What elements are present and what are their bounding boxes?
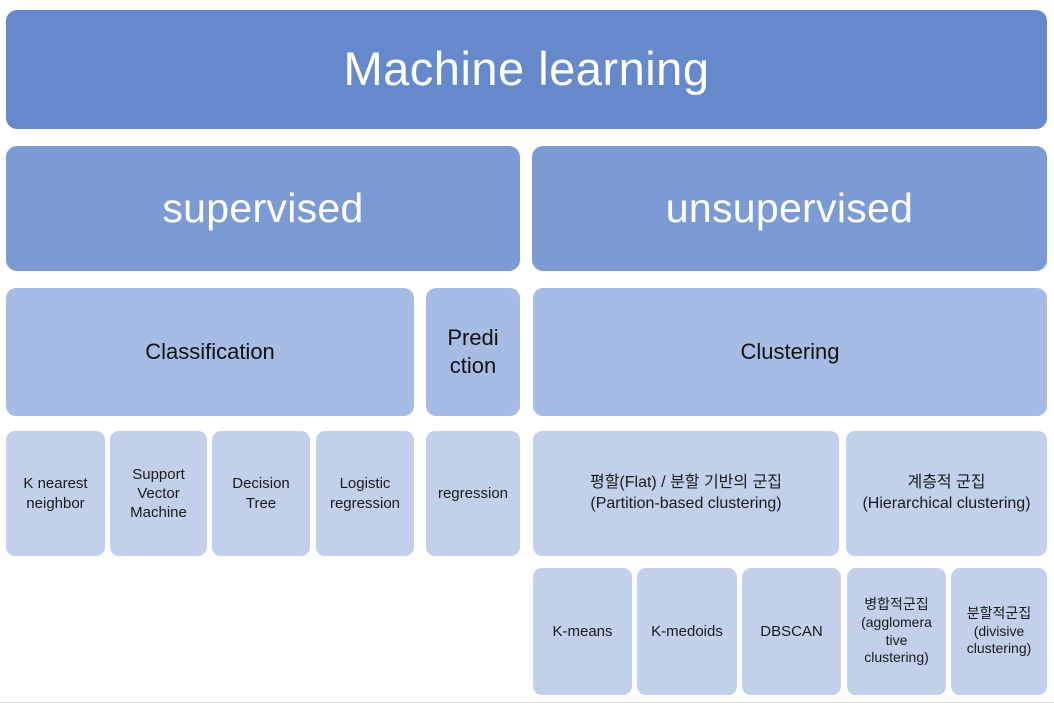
- node-decision-tree-label: Decision Tree: [232, 475, 290, 512]
- node-prediction-label: Predi ction: [447, 324, 499, 378]
- node-prediction[interactable]: Predi ction: [426, 288, 520, 416]
- node-dbscan-label: DBSCAN: [760, 622, 823, 640]
- node-k-medoids-label: K-medoids: [651, 622, 723, 640]
- node-k-nearest-neighbor[interactable]: K nearest neighbor: [6, 431, 105, 556]
- node-supervised-label: supervised: [162, 185, 364, 232]
- node-k-nearest-neighbor-label: K nearest neighbor: [23, 475, 88, 512]
- node-agglomerative-clustering-label: 병합적군집 (agglomera tive clustering): [861, 595, 932, 666]
- node-support-vector-machine-label: Support Vector Machine: [130, 465, 187, 522]
- node-divisive-clustering-label: 분할적군집 (divisive clustering): [966, 604, 1032, 657]
- node-logistic-regression-label: Logistic regression: [329, 475, 401, 512]
- node-clustering-label: Clustering: [740, 338, 840, 364]
- node-dbscan[interactable]: DBSCAN: [742, 568, 841, 695]
- node-support-vector-machine[interactable]: Support Vector Machine: [110, 431, 207, 556]
- node-machine-learning[interactable]: Machine learning: [6, 10, 1047, 129]
- node-k-means-label: K-means: [552, 622, 613, 640]
- node-partition-based-clustering-label: 평할(Flat) / 분할 기반의 군집 (Partition-based cl…: [589, 474, 783, 512]
- node-decision-tree[interactable]: Decision Tree: [212, 431, 310, 556]
- node-k-medoids[interactable]: K-medoids: [637, 568, 737, 695]
- node-classification[interactable]: Classification: [6, 288, 414, 416]
- node-classification-label: Classification: [145, 338, 275, 364]
- node-clustering[interactable]: Clustering: [533, 288, 1047, 416]
- node-partition-based-clustering[interactable]: 평할(Flat) / 분할 기반의 군집 (Partition-based cl…: [533, 431, 839, 556]
- node-supervised[interactable]: supervised: [6, 146, 520, 271]
- node-regression-label: regression: [437, 484, 509, 502]
- node-logistic-regression[interactable]: Logistic regression: [316, 431, 414, 556]
- node-divisive-clustering[interactable]: 분할적군집 (divisive clustering): [951, 568, 1047, 695]
- node-machine-learning-label: Machine learning: [343, 42, 710, 96]
- node-agglomerative-clustering[interactable]: 병합적군집 (agglomera tive clustering): [847, 568, 946, 695]
- node-unsupervised[interactable]: unsupervised: [532, 146, 1047, 271]
- node-regression[interactable]: regression: [426, 431, 520, 556]
- node-hierarchical-clustering[interactable]: 계층적 군집 (Hierarchical clustering): [846, 431, 1047, 556]
- node-k-means[interactable]: K-means: [533, 568, 632, 695]
- node-hierarchical-clustering-label: 계층적 군집 (Hierarchical clustering): [862, 474, 1031, 512]
- node-unsupervised-label: unsupervised: [665, 185, 914, 232]
